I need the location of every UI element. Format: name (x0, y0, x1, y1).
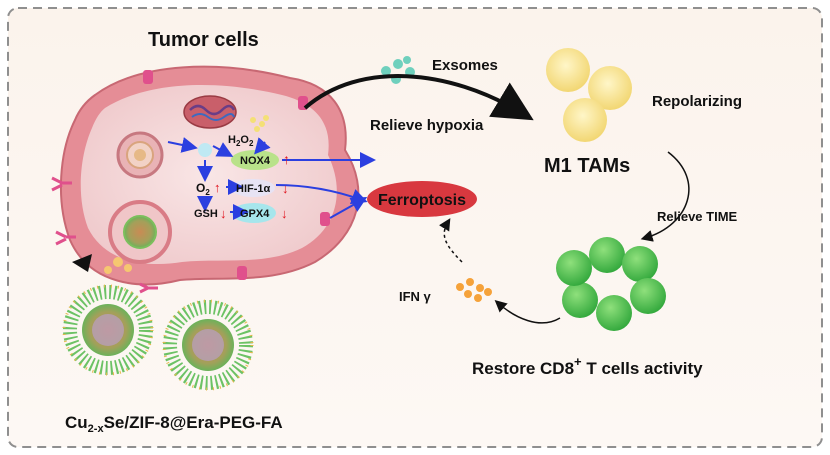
nanoparticle-2 (162, 299, 254, 391)
ifn-gamma-label: IFN γ (399, 289, 432, 304)
ferroptosis-label: Ferroptosis (378, 192, 466, 209)
relieve-time-label: Relieve TIME (657, 209, 738, 224)
ifn-particles (456, 278, 492, 302)
nanoparticle-1 (62, 284, 154, 376)
o2-up-arrow: ↑ (214, 180, 221, 195)
hif-down-arrow: ↓ (282, 181, 289, 196)
tam-cells (546, 48, 632, 142)
restore-cd8-label: Restore CD8+ T cells activity (472, 354, 703, 378)
h2o2-label: H2O2 (228, 134, 254, 148)
relieve-time-arrow (640, 151, 690, 242)
nox4-node (231, 150, 279, 170)
ifn-to-ferroptosis-arrow (438, 218, 463, 263)
ferroptosis-badge (367, 181, 477, 217)
repolarizing-label: Repolarizing (652, 93, 742, 110)
nanoparticle-dots (250, 115, 269, 132)
exosome-particles (381, 56, 415, 84)
nox4-label: NOX4 (240, 155, 271, 167)
pathway-arrows (167, 137, 376, 220)
uptake-arrow (72, 254, 92, 272)
fa-ligands (51, 176, 158, 294)
gsh-label: GSH (194, 208, 218, 220)
exosome-arrow (303, 74, 534, 121)
nox4-up-arrow: ↑ (283, 151, 290, 167)
tumor-cell: H2O2 NOX4 ↑ O2 ↑ HIF-1α ↓ GSH ↓ GPX4 ↓ (51, 65, 376, 294)
exosomes-label: Exsomes (432, 57, 498, 74)
hif-label: HIF-1α (236, 183, 271, 195)
cd8-t-cells (556, 237, 666, 331)
gsh-down-arrow: ↓ (220, 206, 227, 221)
m1-tams-label: M1 TAMs (544, 155, 630, 177)
o2-label: O2 (196, 181, 210, 197)
ros-node (198, 143, 212, 157)
nanoparticle-label: Cu2-xSe/ZIF-8@Era-PEG-FA (65, 413, 283, 435)
tumor-cells-title: Tumor cells (148, 29, 259, 51)
gpx4-down-arrow: ↓ (281, 206, 288, 221)
ifn-release-arrow (494, 300, 561, 324)
relieve-hypoxia-label: Relieve hypoxia (370, 117, 484, 134)
gpx4-label: GPX4 (240, 208, 270, 220)
